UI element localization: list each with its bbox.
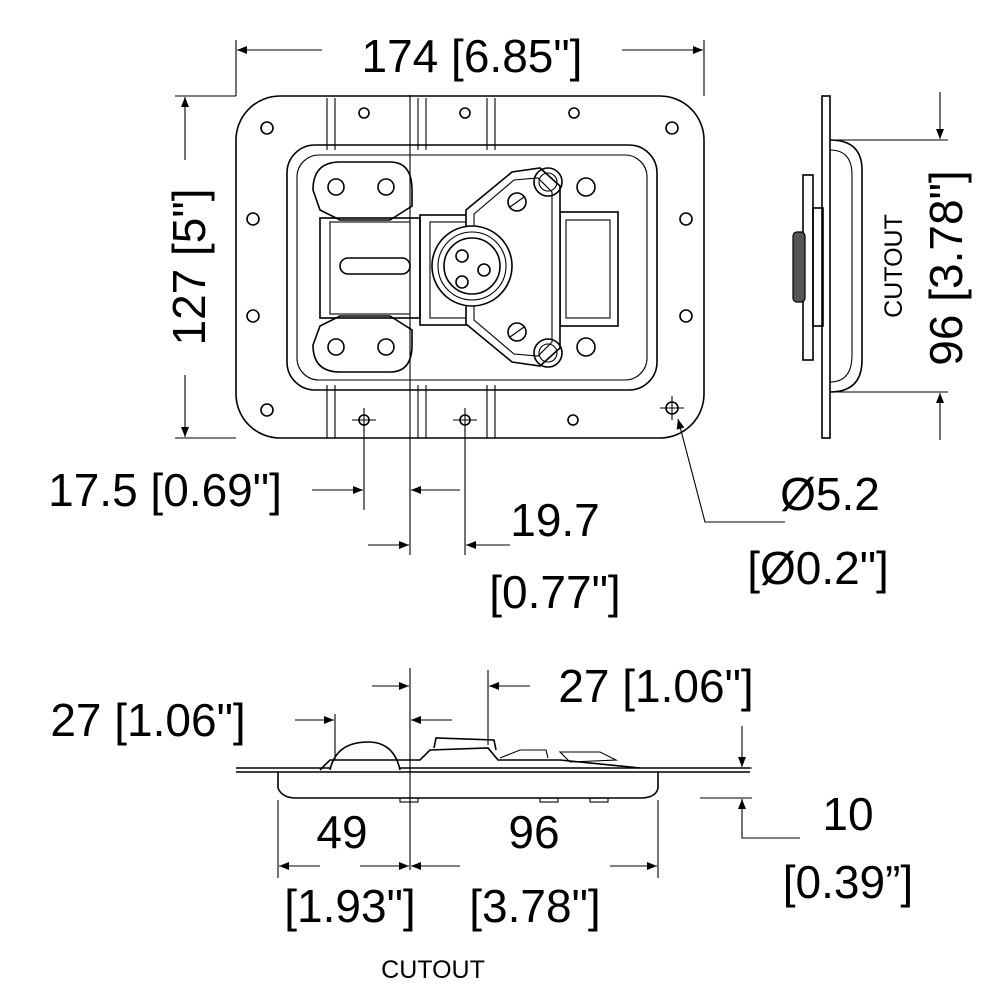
- cutout-bottom-label: CUTOUT: [381, 956, 485, 984]
- cutout-right-value-label: 96: [508, 806, 559, 858]
- side-dish: [829, 139, 863, 393]
- bottom-dish: [277, 772, 659, 799]
- depth-inch-label: [0.39”]: [783, 856, 913, 908]
- hole-diameter-inch-label: [Ø0.2"]: [747, 542, 889, 594]
- recessed-dish: [286, 144, 658, 391]
- side-spindle: [792, 231, 806, 303]
- side-flange: [821, 95, 831, 439]
- bottom-view: 27 [1.06"] 27 [1.06"] 10 [0.39”] 49 [1.9…: [50, 660, 913, 984]
- bottom-knob: [329, 741, 401, 771]
- front-view: 174 [6.85"] 127 [5"] 17.5 [0.69"] 19.7 […: [48, 30, 889, 618]
- strap-lines: [326, 98, 496, 438]
- offset-right-inch-label: [0.77"]: [489, 566, 620, 618]
- overall-height-label: 127 [5"]: [163, 188, 215, 345]
- keeper-plate: [312, 161, 421, 373]
- side-view: CUTOUT 96 [3.78"]: [792, 92, 972, 440]
- lever-assembly: [419, 167, 619, 368]
- offset-left-label: 17.5 [0.69"]: [48, 464, 282, 516]
- outer-flange: [235, 95, 705, 439]
- offset-right-value-label: 19.7: [510, 494, 600, 546]
- side-gap-right-label: 27 [1.06"]: [558, 660, 753, 712]
- recessed-dish-inner: [296, 154, 648, 381]
- depth-arrow-bottom: [738, 799, 800, 839]
- overall-width-label: 174 [6.85"]: [362, 30, 583, 82]
- cutout-left-inch-label: [1.93"]: [284, 880, 415, 932]
- hole-diameter-leader: [676, 418, 785, 523]
- hole-diameter-label: Ø5.2: [780, 468, 880, 520]
- bottom-lever: [319, 747, 641, 771]
- cutout-right-inch-label: [3.78"]: [469, 880, 600, 932]
- mounting-holes: [246, 107, 693, 432]
- depth-value-label: 10: [822, 788, 873, 840]
- cutout-side-label: CUTOUT: [880, 214, 908, 318]
- side-gap-left-label: 27 [1.06"]: [50, 694, 245, 746]
- cutout-height-label: 96 [3.78"]: [920, 170, 972, 365]
- cutout-left-value-label: 49: [316, 806, 367, 858]
